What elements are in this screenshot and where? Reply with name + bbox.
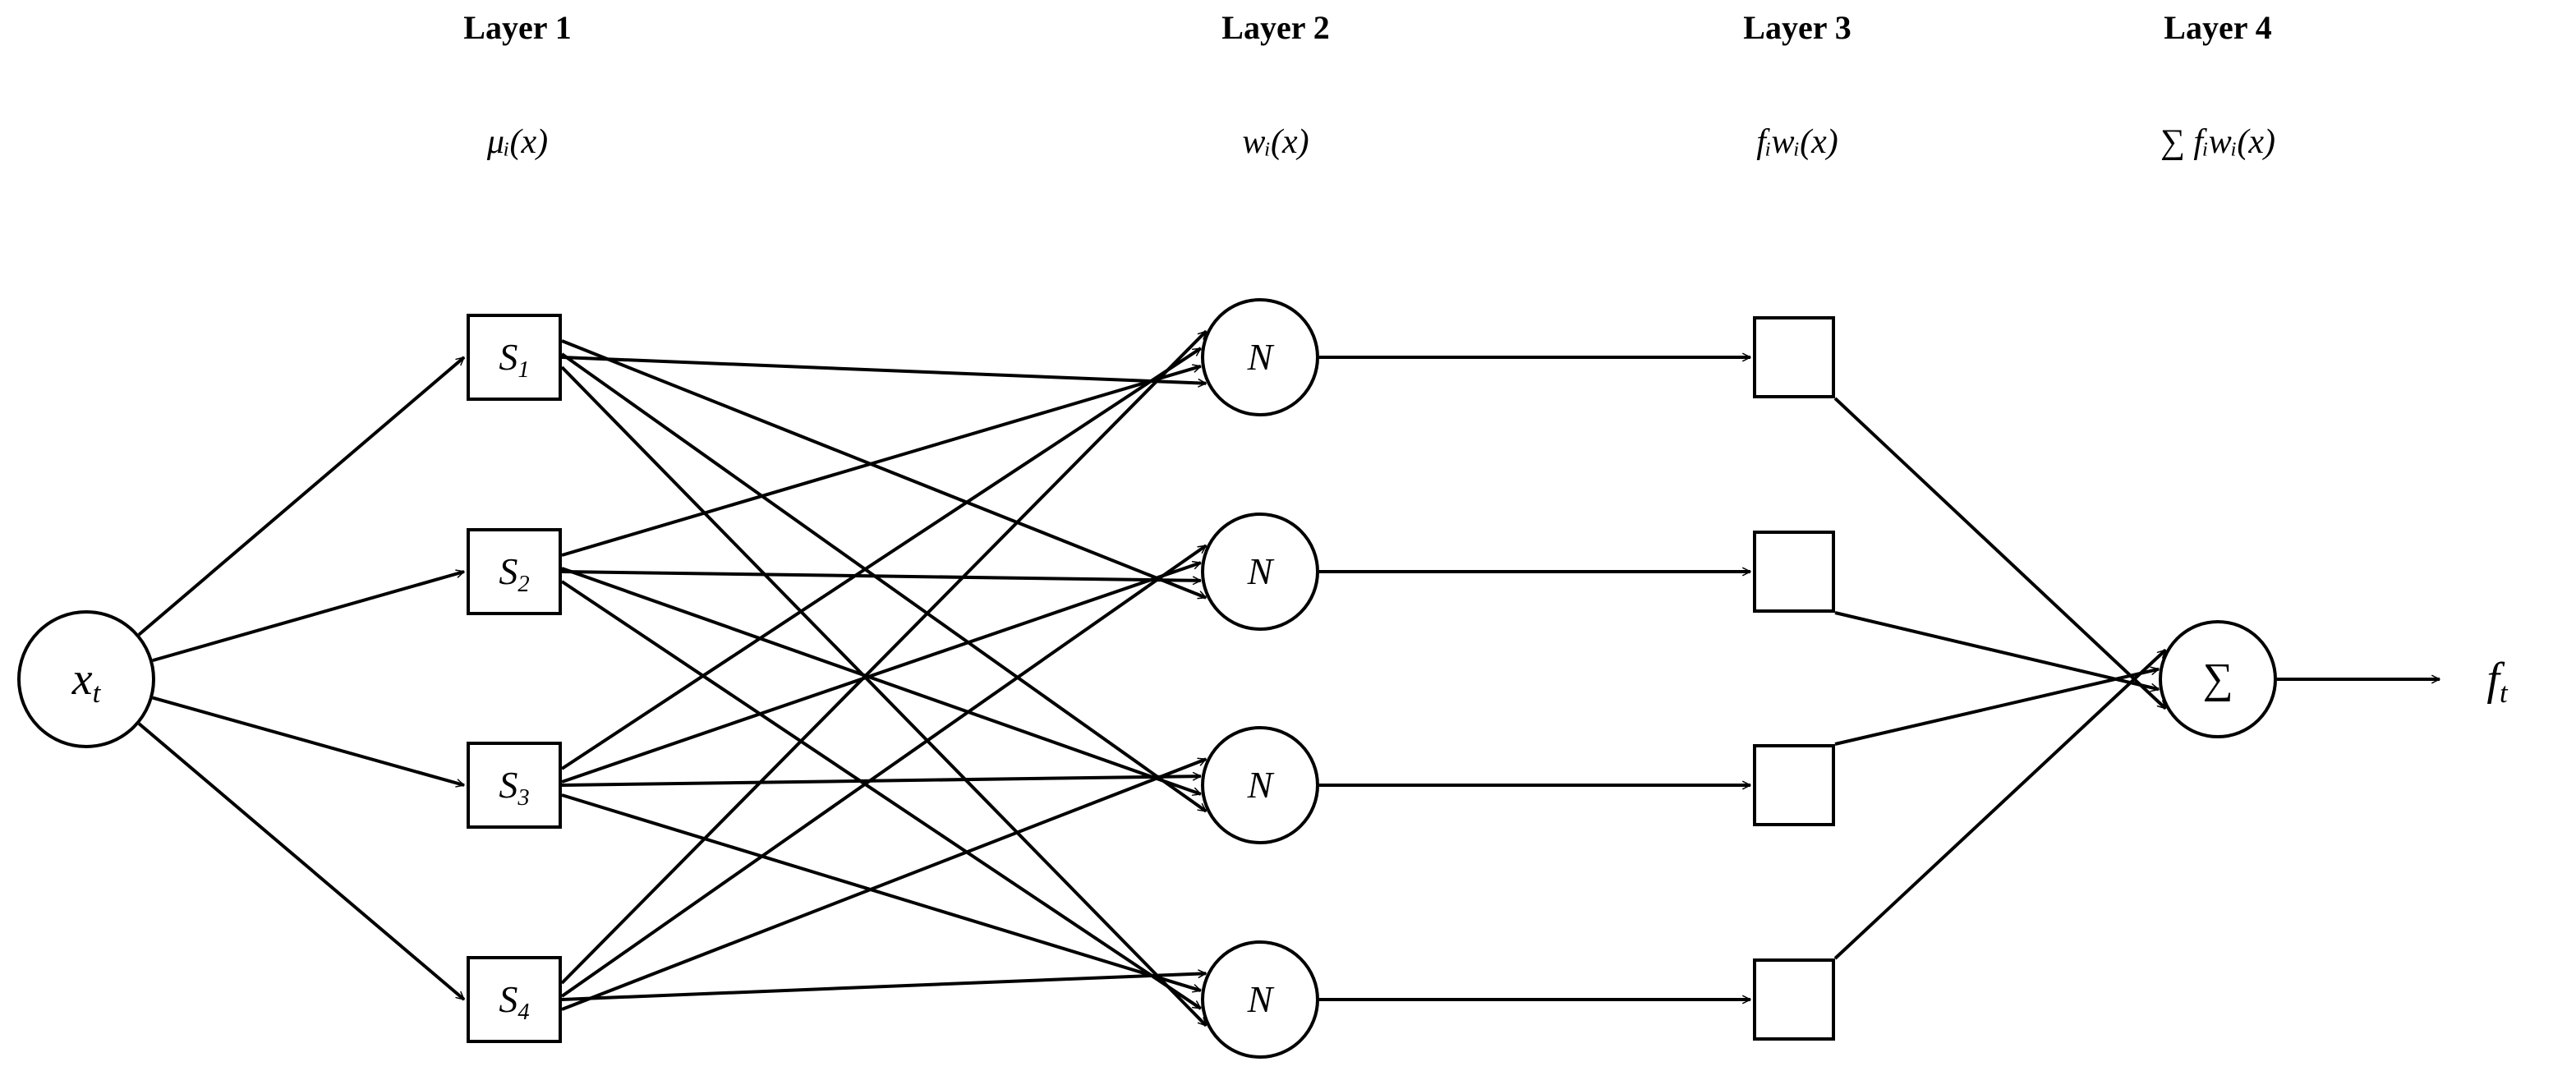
layer2-node-n3: N: [1201, 726, 1319, 844]
layer1-node-s2: S2: [467, 528, 562, 615]
layer-1-header: Layer 1: [463, 9, 572, 46]
layer2-node-n3-label: N: [1247, 764, 1273, 806]
input-node-xt: xt: [17, 610, 155, 748]
layer-4-header: Layer 4: [2164, 9, 2272, 46]
layer4-node-sigma-label: ∑: [2202, 655, 2233, 702]
layer2-node-n1: N: [1201, 298, 1319, 416]
layer3-node-2: [1753, 531, 1835, 613]
layer1-node-s1-label: S1: [499, 336, 530, 383]
layer3-node-4: [1753, 958, 1835, 1041]
layer2-node-n4: N: [1201, 940, 1319, 1059]
layer3-node-3: [1753, 744, 1835, 826]
layer-3-formula: fᵢwᵢ(x): [1756, 125, 1838, 159]
output-label-ft: ft: [2486, 654, 2508, 710]
layer-1-formula-text: μᵢ(x): [486, 123, 549, 161]
layer2-node-n2: N: [1201, 513, 1319, 631]
layer-1-formula: μᵢ(x): [487, 125, 548, 159]
layer-2-formula-text: wᵢ(x): [1242, 123, 1309, 161]
layer1-node-s3-label: S3: [499, 764, 530, 811]
layer-2-header: Layer 2: [1221, 9, 1330, 46]
layer3-node-1: [1753, 316, 1835, 398]
layer-3-header: Layer 3: [1743, 9, 1852, 46]
layer4-node-sigma: ∑: [2159, 620, 2277, 738]
layer1-node-s4-label: S4: [499, 978, 530, 1025]
layer-2-formula: wᵢ(x): [1242, 125, 1309, 159]
layer2-node-n2-label: N: [1247, 550, 1273, 592]
layer1-node-s2-label: S2: [499, 550, 530, 597]
layer2-node-n1-label: N: [1247, 336, 1273, 378]
layer-4-formula-text: ∑ fᵢwᵢ(x): [2160, 123, 2276, 161]
layer-3-formula-text: fᵢwᵢ(x): [1756, 123, 1838, 161]
layer1-node-s4: S4: [467, 956, 562, 1043]
layer2-node-n4-label: N: [1247, 978, 1273, 1020]
layer1-node-s1: S1: [467, 314, 562, 401]
input-node-label: xt: [71, 654, 101, 710]
layer1-node-s3: S3: [467, 742, 562, 829]
layer-4-formula: ∑ fᵢwᵢ(x): [2160, 125, 2275, 159]
